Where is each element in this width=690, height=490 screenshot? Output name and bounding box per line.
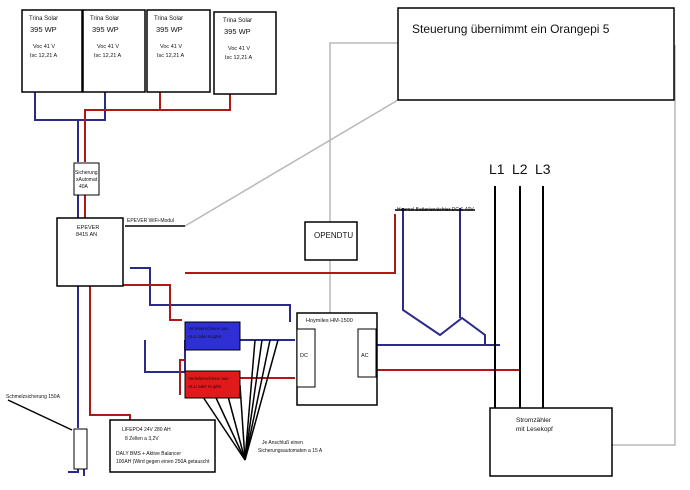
inverter-dc-block: [296, 328, 316, 388]
control-unit: Steuerung übernimmt ein Orangepi 5: [397, 7, 675, 101]
dist-blue-line2: ALU oder Kupfer: [188, 334, 222, 339]
panel-3-isc: Isc 12,21 A: [157, 53, 185, 59]
panel-2-brand: Trina Solar: [90, 16, 119, 22]
meter-line2: mit Lesekopf: [516, 426, 553, 433]
panel-2-isc: Isc 12,21 A: [94, 53, 122, 59]
panel-4-brand: Trina Solar: [223, 18, 252, 24]
wifi-module-label: EPEVER WiFi-Modul: [127, 218, 174, 224]
battery-line1: LIFEPO4 24V 280 AH: [122, 427, 171, 433]
panel-1-isc: Isc 12,21 A: [30, 53, 58, 59]
gray-wires: [184, 42, 676, 446]
inverter-label: Hoymiles HM-1500: [306, 318, 353, 324]
panel-2: Trina Solar 395 WP Voc 41 V Isc 12,21 A: [82, 9, 146, 93]
panel-1: Trina Solar 395 WP Voc 41 V Isc 12,21 A: [21, 9, 83, 93]
panel-1-voc: Voc 41 V: [33, 44, 55, 50]
dist-red-line1: Verteilerschiene aus: [188, 376, 229, 381]
battery-line2: 8 Zellen a 3,2V: [125, 436, 159, 442]
meter-line1: Stromzähler: [516, 417, 552, 424]
panel-2-voc: Voc 41 V: [97, 44, 119, 50]
charge-controller: EPEVER 8415 AN EPEVER WiFi-Modul: [56, 217, 174, 287]
panel-3-power: 395 WP: [156, 25, 183, 34]
panel-4: Trina Solar 395 WP Voc 41 V Isc 12,21 A: [213, 11, 277, 95]
battery: LIFEPO4 24V 280 AH 8 Zellen a 3,2V DALY …: [109, 419, 216, 473]
melt-fuse-label: Schmelzsicherung 150A: [6, 394, 61, 400]
breaker-note-line2: Sicherungsautomaten a 15 A: [258, 448, 323, 454]
panel-3-brand: Trina Solar: [154, 16, 183, 22]
inverter-ac-block: [357, 328, 377, 378]
phase-lines: [125, 186, 544, 410]
panel-1-power: 395 WP: [30, 25, 57, 34]
battery-line3: DALY BMS + Aktive Balancer: [116, 451, 181, 457]
energy-meter: Stromzähler mit Lesekopf: [489, 407, 613, 477]
phase-l2: L2: [512, 161, 528, 177]
panel-4-voc: Voc 41 V: [228, 46, 250, 52]
fuse-breaker-line3: 40A: [79, 184, 89, 190]
battery-monitor-label: Heemol Batteriewächter DC 6-40V: [397, 207, 474, 213]
fuse-breaker: Sicherung sAutomat 40A: [73, 162, 100, 196]
red-wires: [84, 92, 520, 420]
dist-red-line2: ALU oder Kupfer: [188, 384, 222, 389]
distribution-bar-red: Verteilerschiene aus ALU oder Kupfer: [184, 370, 241, 399]
distribution-bar-blue: Verteilerschiene aus ALU oder Kupfer: [184, 321, 241, 351]
fuse-breaker-line2: sAutomat: [76, 177, 98, 183]
panel-4-isc: Isc 12,21 A: [225, 55, 253, 61]
inverter-dc: DC: [300, 353, 308, 359]
charger-line2: 8415 AN: [76, 232, 97, 238]
inverter-ac: AC: [361, 353, 369, 359]
fuse-breaker-line1: Sicherung: [75, 170, 98, 176]
breaker-note-line1: Je Anschluß einen: [262, 440, 303, 446]
panel-3-voc: Voc 41 V: [160, 44, 182, 50]
inverter: Hoymiles HM-1500 DC AC: [296, 312, 378, 406]
control-label: Steuerung übernimmt ein Orangepi 5: [412, 22, 610, 36]
blue-wires: [34, 92, 500, 476]
battery-line4: 100AH (Wird gegen einen 250A getauscht: [116, 459, 210, 465]
panel-3: Trina Solar 395 WP Voc 41 V Isc 12,21 A: [146, 9, 211, 93]
panel-2-power: 395 WP: [92, 25, 119, 34]
panel-4-power: 395 WP: [224, 27, 251, 36]
dist-blue-line1: Verteilerschiene aus: [188, 326, 229, 331]
phase-l1: L1: [489, 161, 505, 177]
phase-l3: L3: [535, 161, 551, 177]
opendtu: OPENDTU: [304, 221, 358, 261]
melt-fuse: Schmelzsicherung 150A: [6, 394, 88, 470]
panel-1-brand: Trina Solar: [29, 16, 58, 22]
opendtu-label: OPENDTU: [314, 231, 353, 240]
charger-line1: EPEVER: [77, 225, 99, 231]
